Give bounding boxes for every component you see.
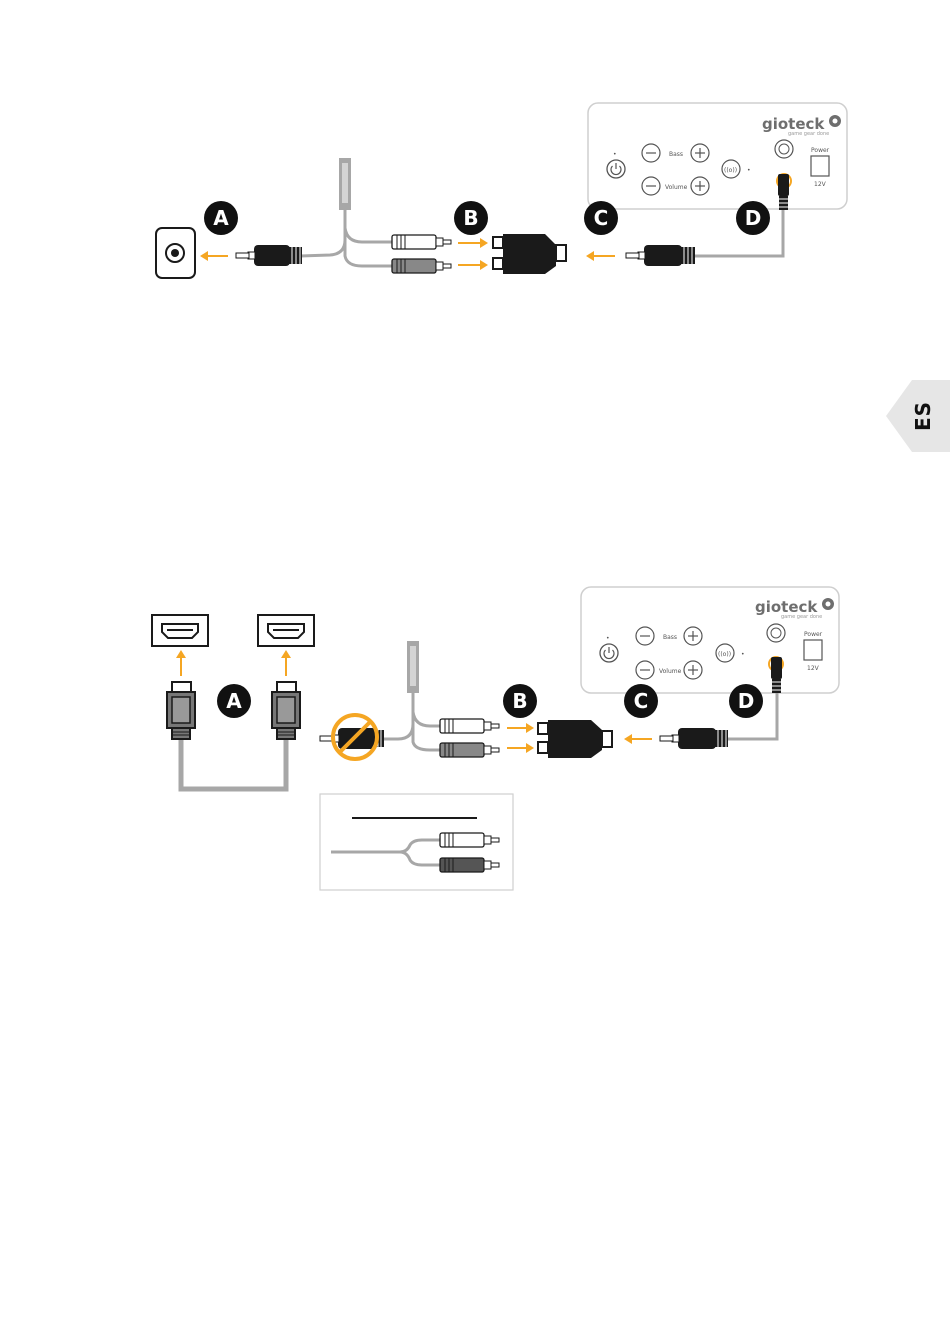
speaker-control-panel: gioteck game gear done • Bass Volume [581, 587, 839, 693]
splitter-cable-inset [320, 794, 513, 890]
connection-diagram-2: gioteck game gear done • Bass Volume [0, 0, 950, 920]
power-label: Power [804, 631, 823, 638]
svg-text:((o)): ((o)) [718, 651, 731, 658]
aux-input-socket-icon [767, 624, 785, 642]
volume-label: Volume [659, 668, 682, 675]
svg-text:D: D [738, 689, 755, 713]
svg-text:•: • [741, 651, 745, 658]
hdmi-plug-icon [167, 682, 195, 739]
hdmi-port-icon [152, 615, 208, 646]
svg-text:A: A [226, 689, 242, 713]
svg-text:•: • [606, 635, 610, 642]
label-b-badge: B [503, 684, 537, 718]
power-port [804, 640, 822, 660]
arrows-b [507, 723, 534, 753]
bass-plus-icon [684, 627, 702, 645]
volume-plus-icon [684, 661, 702, 679]
svg-text:C: C [634, 689, 649, 713]
rca-plug-icon [440, 743, 499, 757]
voltage-label: 12V [807, 665, 820, 672]
rca-plug-icon [440, 719, 499, 733]
label-a-badge: A [217, 684, 251, 718]
brand-logo-icon [822, 598, 834, 610]
arrows-hdmi [176, 650, 291, 676]
rca-adapter-icon [538, 720, 612, 758]
svg-text:B: B [512, 689, 527, 713]
rca-splitter-cable [383, 641, 440, 750]
bass-label: Bass [663, 634, 677, 641]
arrow-c [624, 734, 652, 744]
label-d-badge: D [729, 684, 763, 718]
hdmi-port-icon [258, 615, 314, 646]
audio-jack-plug-icon [660, 728, 728, 749]
hdmi-plug-icon [272, 682, 300, 739]
brand-tagline: game gear done [781, 614, 822, 620]
hdmi-cable [181, 738, 286, 789]
bass-minus-icon [636, 627, 654, 645]
label-c-badge: C [624, 684, 658, 718]
volume-minus-icon [636, 661, 654, 679]
